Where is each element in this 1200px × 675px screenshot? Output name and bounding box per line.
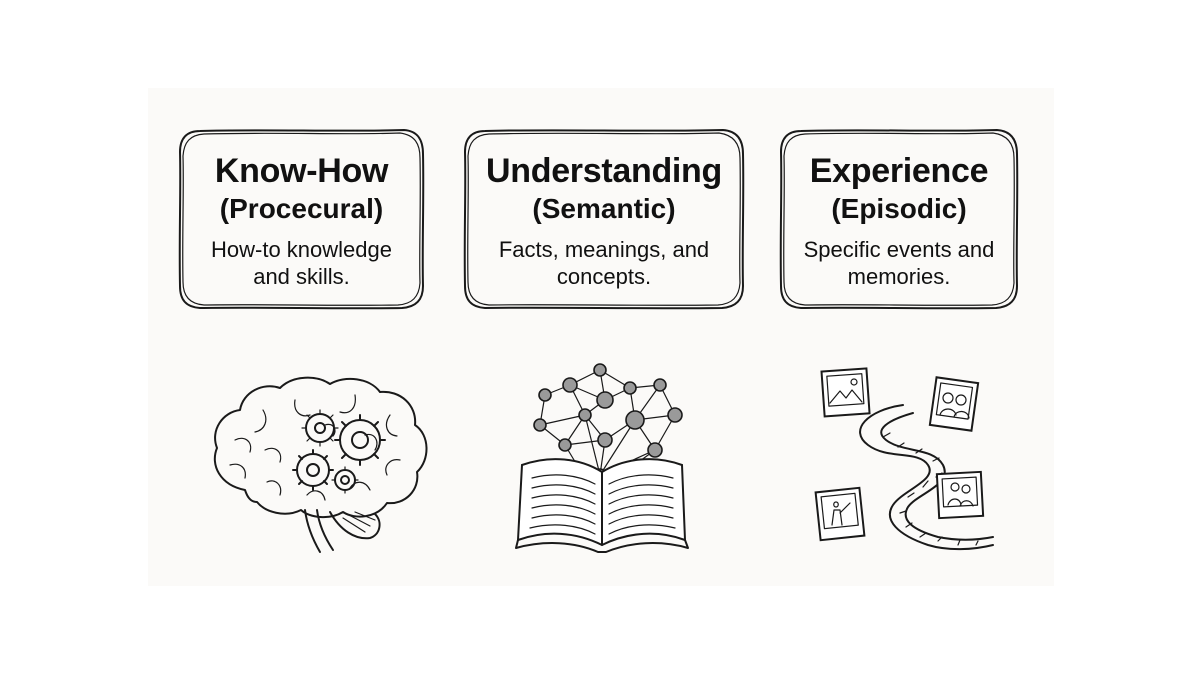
card-description-line: concepts.	[556, 264, 652, 289]
card-procedural: Know-How (Procecural) How-to knowledge a…	[178, 128, 425, 310]
photo-frame-icon	[820, 367, 871, 418]
card-description-line: memories.	[847, 264, 951, 289]
gear-icon	[292, 449, 334, 491]
card-subtitle: (Episodic)	[831, 193, 967, 224]
card-description-line: Specific events and	[803, 237, 995, 262]
card-episodic: Experience (Episodic) Specific events an…	[779, 128, 1019, 310]
card-title: Experience	[809, 152, 989, 190]
card-description-line: and skills.	[253, 264, 350, 289]
gear-icon	[301, 409, 339, 447]
photo-frame-icon	[814, 486, 866, 542]
photo-frame-icon	[935, 470, 985, 520]
card-title: Understanding	[486, 152, 722, 190]
brain-gears-icon	[213, 376, 428, 553]
card-description-line: How-to knowledge	[211, 237, 392, 262]
photo-frame-icon	[928, 376, 980, 432]
card-title: Know-How	[214, 152, 389, 190]
gear-icon	[331, 466, 359, 494]
card-frame-sketch	[178, 129, 425, 310]
card-subtitle: (Semantic)	[532, 193, 676, 224]
card-subtitle: (Procecural)	[219, 193, 384, 224]
open-book-network-icon	[515, 363, 689, 553]
card-semantic: Understanding (Semantic) Facts, meanings…	[463, 128, 745, 310]
card-description-line: Facts, meanings, and	[498, 237, 710, 262]
card-frame-sketch	[779, 129, 1019, 310]
memory-path-photos-icon	[814, 367, 994, 551]
gear-icon	[334, 414, 386, 466]
card-frame-sketch	[463, 129, 745, 310]
